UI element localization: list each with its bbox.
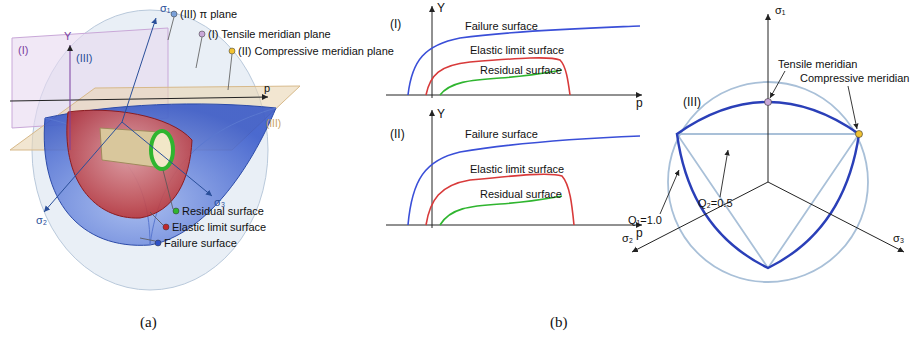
plane-label: (III) π plane (180, 8, 237, 20)
callout-label: Q₁=1.0 (628, 214, 662, 226)
callout-label: Failure surface (164, 237, 237, 249)
axis-label: Y (64, 30, 71, 42)
chart-tag: (I) (390, 18, 401, 31)
axis-label: p (636, 97, 643, 110)
callout-label: Compressive meridian (800, 72, 909, 84)
plane-tag: (III) (76, 52, 93, 64)
callout-label: Residual surface (182, 205, 264, 217)
axis-label: σ₂ (622, 232, 633, 244)
axis-label: σ₂ (36, 214, 47, 226)
axis-label: σ₁ (775, 4, 786, 16)
panel-label: (b) (550, 314, 568, 331)
plane-label: (II) Compressive meridian plane (238, 45, 394, 57)
plane-tag: (III) (266, 118, 281, 129)
callout-label: Tensile meridian (778, 58, 857, 70)
plane-label: (I) Tensile meridian plane (208, 28, 331, 40)
curve-label: Failure surface (465, 128, 538, 140)
plane-tag: (I) (18, 44, 28, 56)
curve-label: Elastic limit surface (470, 44, 564, 56)
axis-label: p (636, 227, 643, 240)
axis-label: σ₁ (160, 2, 171, 14)
callout-label: Elastic limit surface (172, 221, 266, 233)
curve-label: Elastic limit surface (470, 163, 564, 175)
axis-label: σ₃ (893, 232, 904, 244)
curve-label: Residual surface (480, 64, 562, 76)
axis-label: Y (437, 108, 445, 121)
curve-label: Failure surface (465, 20, 538, 32)
chart-tag: (III) (683, 96, 701, 109)
panel-label: (a) (140, 314, 157, 331)
axis-label: p (264, 82, 270, 94)
callout-label: Q₂=0.5 (698, 197, 733, 209)
curve-label: Residual surface (480, 188, 562, 200)
chart-tag: (II) (390, 128, 405, 141)
axis-label: Y (437, 2, 445, 15)
